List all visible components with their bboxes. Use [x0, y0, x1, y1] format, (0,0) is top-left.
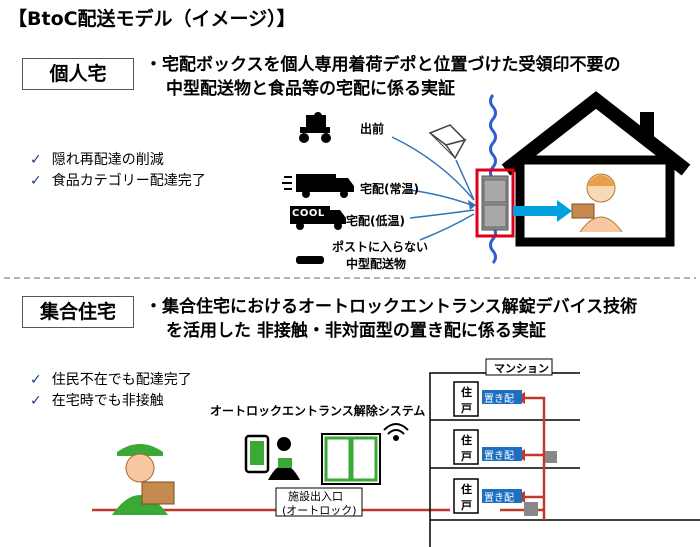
- unit-door-3-label-2: 戸: [461, 499, 472, 512]
- handover-arrow-shaft: [513, 206, 559, 216]
- flat-parcel-icon: [296, 256, 324, 264]
- cool-truck-icon: [290, 206, 346, 230]
- individual-check-2: ✓食品カテゴリー配達完了: [30, 173, 206, 189]
- entrance-label-1: 施設出入口: [288, 490, 343, 503]
- apartment-desc-line1: ・集合住宅におけるオートロックエントランス解錠デバイス技術: [145, 297, 638, 317]
- truck-icon: [282, 174, 354, 198]
- paper-crane-icon: [428, 124, 467, 160]
- house-chimney: [640, 112, 654, 142]
- handover-arrow-head: [557, 200, 572, 222]
- individual-check-1: ✓隠れ再配達の削減: [30, 152, 164, 168]
- apartment-check-2: ✓在宅時でも非接触: [30, 393, 164, 409]
- source-label-cool: 宅配(低温): [346, 214, 405, 228]
- unit-door-3-label-1: 住: [461, 483, 472, 496]
- section-label-individual: 個人宅: [22, 58, 134, 90]
- source-label-post-2: 中型配送物: [346, 257, 407, 271]
- source-label-post-1: ポストに入らない: [332, 240, 429, 254]
- delivery-box-highlight: [475, 168, 515, 238]
- scooter-icon: [299, 112, 331, 143]
- smartphone-icon: [244, 434, 270, 474]
- unit-door-1-label-2: 戸: [461, 402, 472, 415]
- section-label-apartment: 集合住宅: [22, 296, 134, 328]
- receiver-parcel: [571, 203, 595, 219]
- okihai-label-1: 置き配: [484, 394, 514, 405]
- auto-door-icon: [321, 433, 381, 485]
- source-label-demae: 出前: [360, 122, 385, 136]
- okihai-label-2: 置き配: [484, 451, 514, 462]
- page-title: 【BtoC配送モデル（イメージ）】: [8, 8, 296, 30]
- unit-door-1-label-1: 住: [461, 386, 472, 399]
- mansion-label: マンション: [494, 362, 549, 375]
- source-label-normal: 宅配(常温): [360, 182, 419, 196]
- unit-door-3: [453, 478, 479, 514]
- delivery-person-icon: [112, 444, 175, 515]
- apartment-desc-line2: を活用した 非接触・非対面型の置き配に係る実証: [166, 321, 546, 341]
- unit-door-1: [453, 381, 479, 417]
- apartment-check-1: ✓住民不在でも配達完了: [30, 372, 192, 388]
- individual-desc-line2: 中型配送物と食品等の宅配に係る実証: [166, 79, 455, 99]
- courier-silhouette-icon: [268, 437, 300, 480]
- entrance-label-2: (オートロック): [282, 504, 357, 517]
- okihai-label-3: 置き配: [484, 493, 514, 504]
- autolock-system-label: オートロックエントランス解除システム: [210, 404, 426, 418]
- converging-arrows: [391, 136, 475, 241]
- house-roof: [501, 91, 691, 176]
- wifi-icon: [383, 423, 409, 441]
- unit-door-2-label-2: 戸: [461, 450, 472, 463]
- individual-desc-line1: ・宅配ボックスを個人専用着荷デポと位置づけた受領印不要の: [145, 55, 621, 75]
- cool-truck-text: COOL: [292, 208, 325, 219]
- unit-door-2: [453, 429, 479, 465]
- unit-door-2-label-1: 住: [461, 434, 472, 447]
